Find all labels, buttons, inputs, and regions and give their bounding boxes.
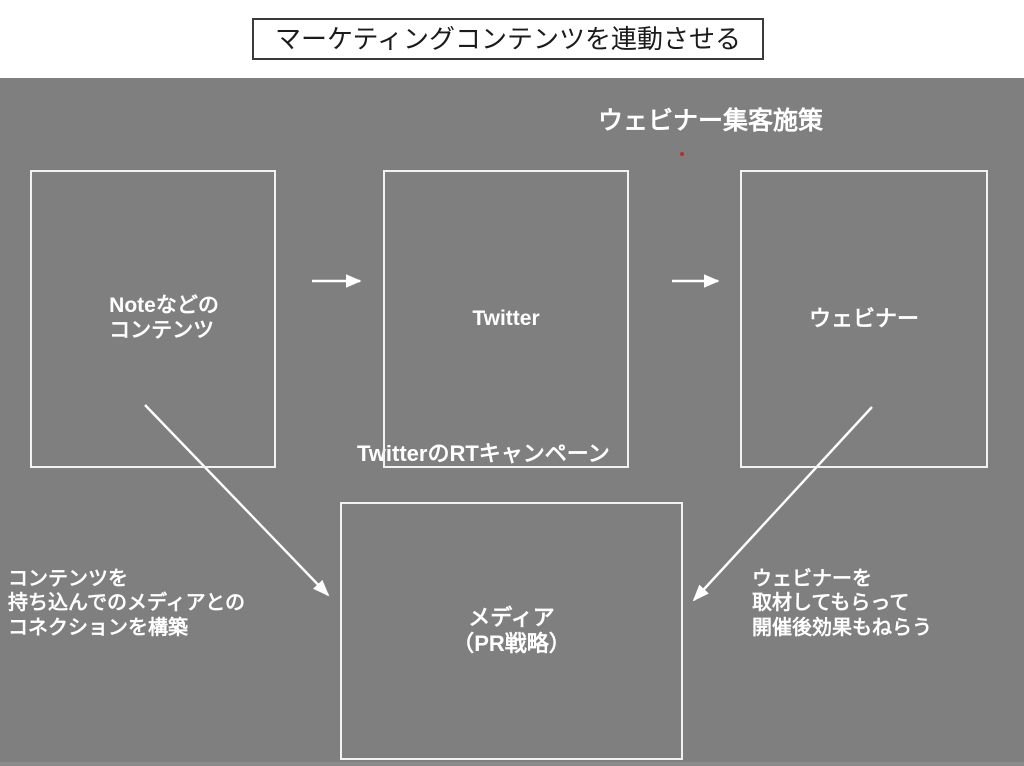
diagram-canvas: ウェビナー集客施策 TwitterのRTキャンペーン コンテンツを 持ち込んでの… — [0, 78, 1024, 762]
canvas-bottom-strip — [0, 762, 1024, 766]
title-box: マーケティングコンテンツを連動させる — [252, 18, 764, 60]
caption-webinar-coverage: ウェビナーを 取材してもらって 開催後効果もねらう — [752, 568, 932, 639]
node-box-media[interactable]: メディア （PR戦略） — [340, 502, 683, 760]
caption-media-connection: コンテンツを 持ち込んでのメディアとの コネクションを構築 — [8, 568, 245, 639]
caption-rt-campaign: TwitterのRTキャンペーン — [357, 441, 610, 466]
page-title: マーケティングコンテンツを連動させる — [275, 24, 741, 54]
node-label-twitter: Twitter — [472, 306, 540, 330]
node-label-note: Noteなどの コンテンツ — [109, 294, 219, 342]
caption-webinar-acquisition: ウェビナー集客施策 — [598, 107, 824, 135]
red-dot-marker — [680, 152, 684, 156]
node-box-twitter[interactable]: Twitter — [383, 170, 629, 468]
node-label-webinar: ウェビナー — [808, 306, 919, 332]
node-label-media: メディア （PR戦略） — [452, 605, 571, 656]
title-band: マーケティングコンテンツを連動させる — [0, 0, 1024, 78]
node-box-note[interactable]: Noteなどの コンテンツ — [30, 170, 276, 468]
node-box-webinar[interactable]: ウェビナー — [740, 170, 988, 468]
